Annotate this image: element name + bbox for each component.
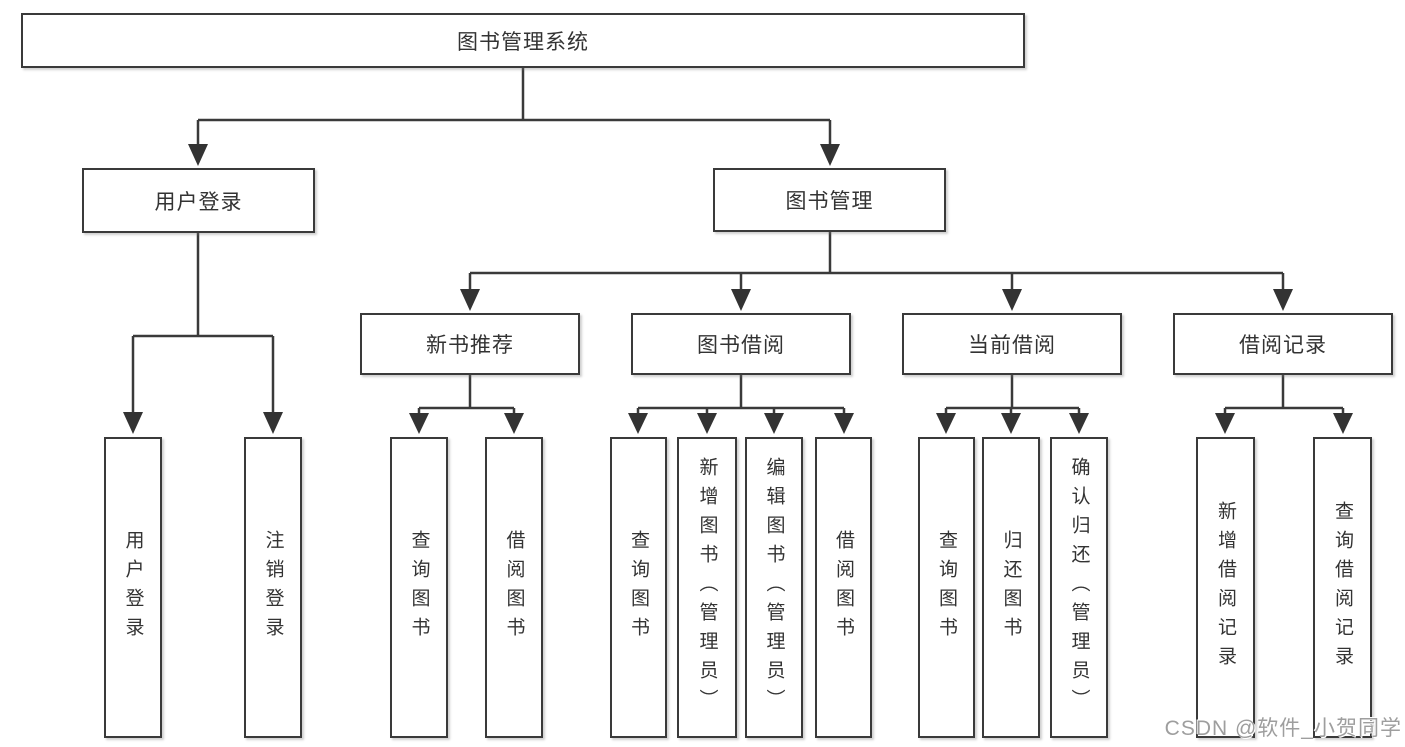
node-library-management-system: 图书管理系统 (21, 13, 1025, 68)
leaf-user-login: 用户登录 (104, 437, 162, 738)
node-book-management: 图书管理 (713, 168, 946, 232)
leaf-logout: 注销登录 (244, 437, 302, 738)
csdn-watermark: CSDN @软件_小贺同学 (1164, 717, 1402, 740)
node-new-book-recommend: 新书推荐 (360, 313, 580, 375)
leaf-borrow-books-recommend: 借阅图书 (485, 437, 543, 738)
leaf-borrow-books: 借阅图书 (815, 437, 872, 738)
leaf-confirm-return-admin: 确认归还（管理员） (1050, 437, 1108, 738)
leaf-query-books-current: 查询图书 (918, 437, 975, 738)
leaf-query-books-recommend: 查询图书 (390, 437, 448, 738)
leaf-edit-books-admin: 编辑图书（管理员） (745, 437, 803, 738)
leaf-add-borrow-record: 新增借阅记录 (1196, 437, 1255, 738)
leaf-return-books: 归还图书 (982, 437, 1040, 738)
node-user-login-branch: 用户登录 (82, 168, 315, 233)
leaf-query-books-borrowing: 查询图书 (610, 437, 667, 738)
node-current-borrowing: 当前借阅 (902, 313, 1122, 375)
leaf-add-books-admin: 新增图书（管理员） (677, 437, 737, 738)
node-book-borrowing: 图书借阅 (631, 313, 851, 375)
node-borrowing-records: 借阅记录 (1173, 313, 1393, 375)
leaf-query-borrow-record: 查询借阅记录 (1313, 437, 1372, 738)
